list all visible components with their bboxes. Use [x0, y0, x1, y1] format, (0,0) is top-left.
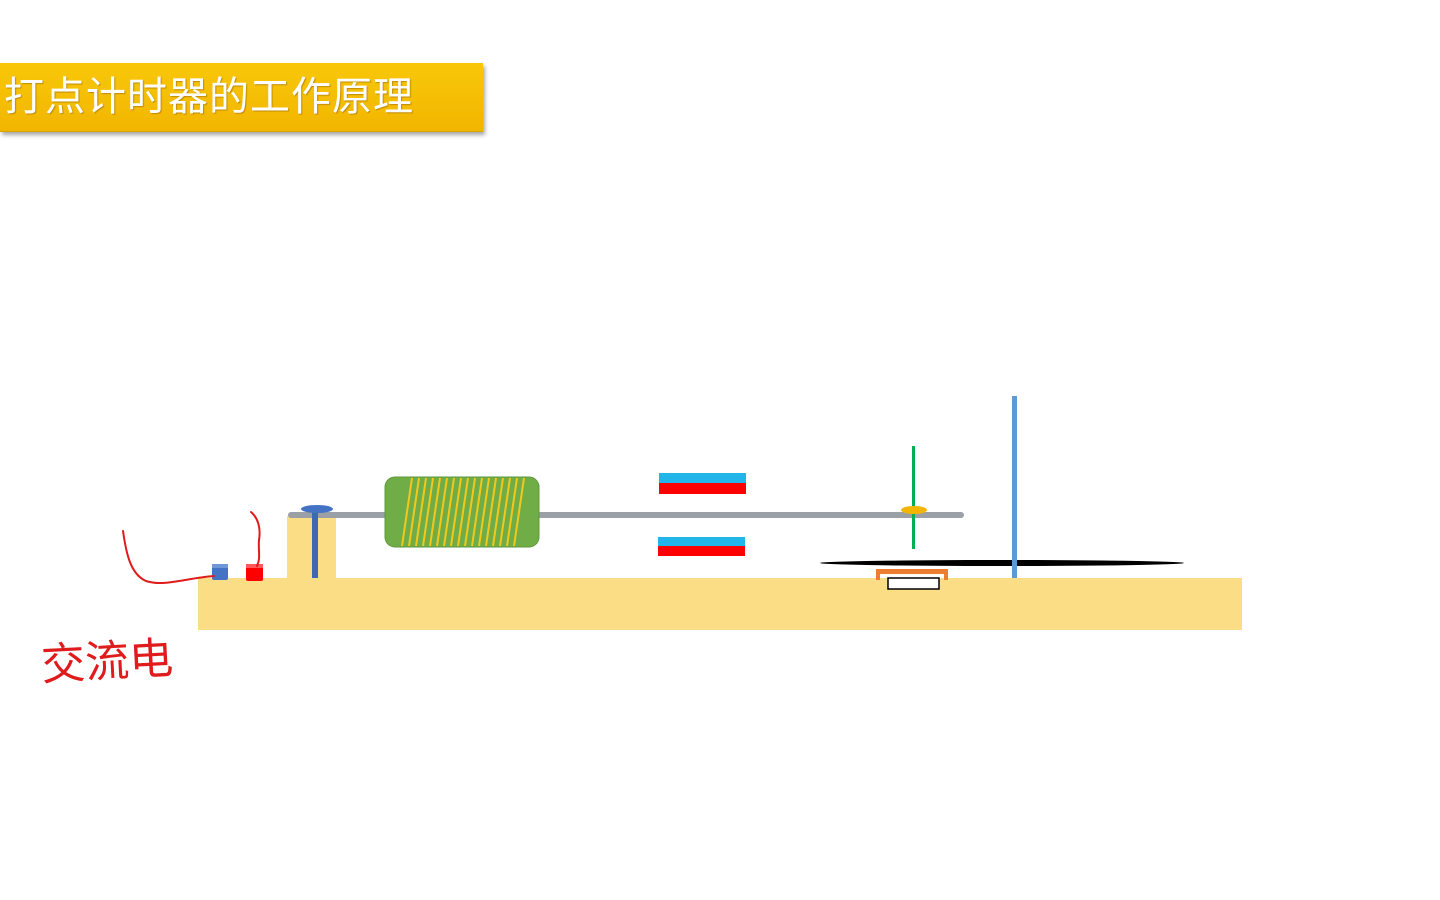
needle-mount: [901, 506, 927, 514]
base-platform: [198, 578, 1242, 630]
title-banner: 打点计时器的工作原理: [0, 63, 483, 132]
slide-title: 打点计时器的工作原理: [4, 74, 414, 120]
handwritten-wire-right: [250, 511, 261, 567]
magnet-upper: [659, 473, 746, 494]
carbon-disc: [820, 560, 1184, 566]
pivot-pin: [301, 505, 333, 578]
coil-winding: [401, 477, 525, 547]
needle: [912, 446, 915, 549]
paper-tape-slot: [887, 577, 940, 590]
terminal-red: [246, 564, 263, 581]
coil: [384, 476, 540, 548]
support-pillar: [287, 516, 336, 580]
terminal-blue: [212, 564, 228, 580]
handwritten-wire-left: [122, 530, 215, 585]
tape-clamp: [876, 569, 948, 580]
handwritten-label: 交流电: [40, 633, 174, 691]
disc-axle: [1012, 396, 1017, 578]
magnet-lower: [658, 537, 745, 556]
